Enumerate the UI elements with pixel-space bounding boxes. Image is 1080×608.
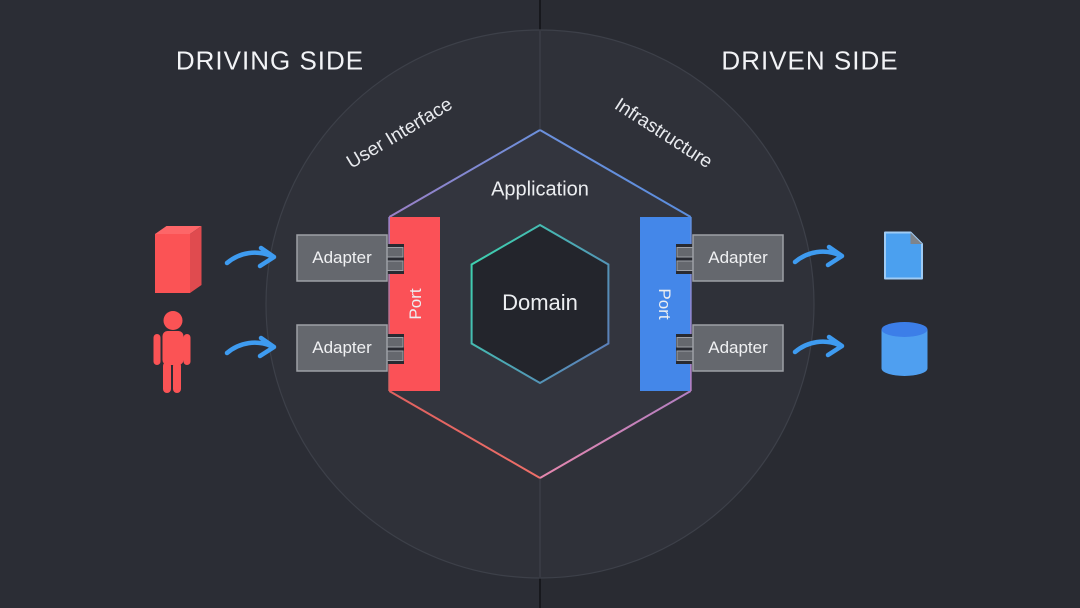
driving-adapter-bottom-box	[296, 324, 388, 372]
driving-arrow-top	[227, 248, 274, 266]
person-icon	[153, 311, 191, 393]
driving-adapter-top-box	[296, 234, 388, 282]
driven-port-rect	[640, 217, 690, 391]
driven-adapter-top-box	[692, 234, 784, 282]
database-icon	[881, 322, 928, 376]
document-icon	[884, 231, 923, 280]
driving-port	[388, 217, 440, 391]
red-cube-icon	[155, 226, 202, 293]
domain-hexagon	[470, 223, 610, 385]
adapter-plug-teeth	[384, 247, 696, 361]
driven-adapter-bottom-box	[692, 324, 784, 372]
driven-port	[640, 217, 692, 391]
driving-arrow-bottom	[227, 338, 274, 356]
adapter-boxes	[296, 234, 784, 372]
driving-port-rect	[390, 217, 440, 391]
